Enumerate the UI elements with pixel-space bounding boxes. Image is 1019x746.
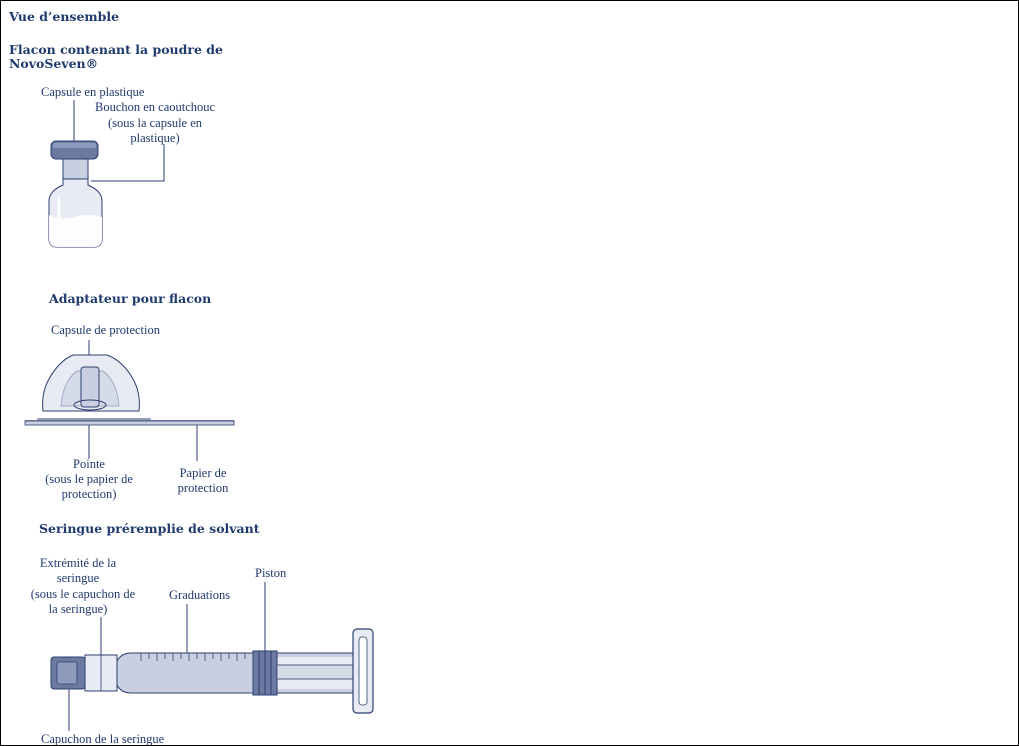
syringe-graduations [140,653,246,661]
syringe-label-plunger: Piston [255,566,287,580]
adapter-label-spike-3: protection) [61,487,117,501]
syringe-label-tip-3: (sous le capuchon de [30,587,136,601]
adapter-heading: Adaptateur pour flacon [49,291,212,306]
vial-label-stopper-2: (sous la capsule en [107,116,203,130]
syringe-label-cap: Capuchon de la seringue [41,732,165,746]
vial-label-stopper-1: Bouchon en caoutchouc [95,100,216,114]
overview-title: Vue d’ensemble [9,9,120,24]
adapter-label-cap: Capsule de protection [51,323,160,337]
syringe-label-tip-4: la seringue) [48,602,108,616]
syringe-label-tip-1: Extrémité de la [39,556,117,570]
vial-heading-line2: NovoSeven® [9,56,99,71]
vial-label-stopper-3: plastique) [130,131,180,145]
syringe-label-tip-2: seringue [56,571,100,585]
syringe-label-graduations: Graduations [169,588,231,602]
vial-label-cap: Capsule en plastique [41,85,145,99]
adapter-label-spike-2: (sous le papier de [45,472,133,486]
adapter-label-paper-2: protection [177,481,229,495]
syringe-heading: Seringue préremplie de solvant [39,521,260,536]
adapter-label-paper-1: Papier de [179,466,227,480]
vial-heading-line1: Flacon contenant la poudre de [9,42,223,57]
adapter-label-spike-1: Pointe [73,457,105,471]
